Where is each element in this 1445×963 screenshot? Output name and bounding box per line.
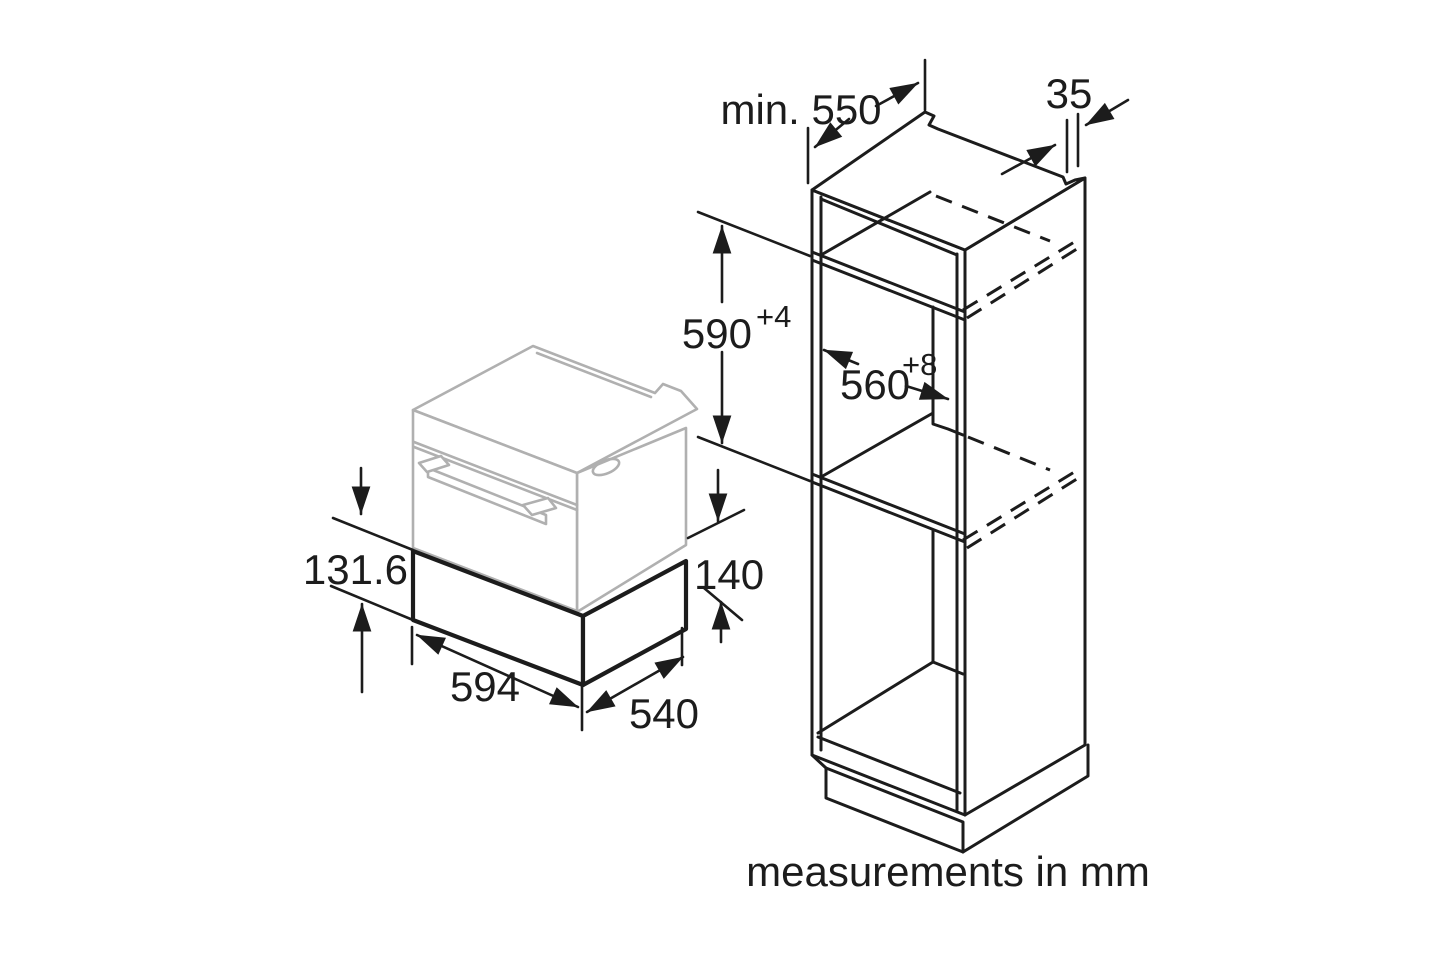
dim-niche-height: 590 +4	[682, 210, 812, 483]
dim-rear-gap: 35	[1000, 70, 1130, 176]
footer-note: measurements in mm	[746, 848, 1150, 895]
door-handle	[426, 466, 548, 526]
cabinet-shelf-upper	[810, 190, 1081, 322]
dim-appliance-width: 594	[410, 625, 584, 732]
compact-appliance-unit	[411, 344, 699, 614]
cabinet-shelf-lower	[810, 411, 1081, 550]
label-niche-width: 560	[840, 361, 910, 408]
cabinet-plinth	[810, 743, 1090, 854]
dim-drawer-front-height: 131.6	[303, 466, 415, 694]
tall-cabinet	[810, 110, 1090, 854]
side-grip-slot	[591, 457, 621, 477]
label-appliance-depth: 540	[629, 690, 699, 737]
label-rear-gap: 35	[1046, 70, 1093, 117]
label-niche-width-tolerance: +8	[902, 347, 937, 382]
label-drawer-niche-height: 140	[694, 551, 764, 598]
label-appliance-width: 594	[450, 663, 520, 710]
dim-drawer-niche-height: 140	[686, 468, 764, 644]
label-niche-height-tolerance: +4	[756, 299, 791, 334]
label-niche-height: 590	[682, 310, 752, 357]
dim-niche-width: 560 +8	[822, 347, 950, 408]
label-cabinet-depth-min: min. 550	[720, 86, 881, 133]
dim-cabinet-depth-min: min. 550	[720, 58, 927, 185]
dim-appliance-depth: 540	[585, 626, 699, 737]
label-drawer-front-height: 131.6	[303, 546, 408, 593]
